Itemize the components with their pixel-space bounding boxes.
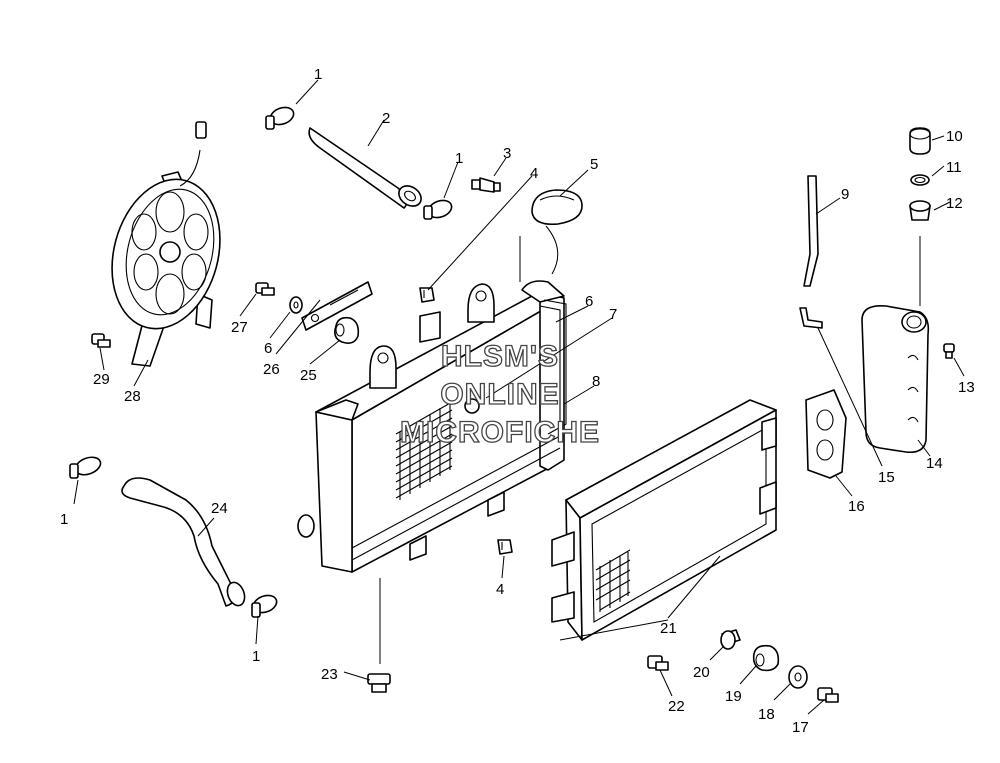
grommet-drawing: [752, 644, 780, 672]
bolt-drawing: [91, 333, 111, 348]
clip-drawing: [419, 287, 435, 303]
callout-22: 22: [668, 698, 685, 715]
callout-1: 1: [252, 648, 260, 665]
lower-hose-drawing: [121, 477, 246, 607]
callout-26: 26: [263, 361, 280, 378]
callout-23: 23: [321, 666, 338, 683]
callout-25: 25: [300, 367, 317, 384]
callout-11: 11: [946, 159, 962, 176]
callout-17: 17: [792, 719, 809, 736]
overflow-tube-drawing: [803, 175, 819, 287]
reservoir-bracket-drawing: [805, 389, 847, 479]
hose-clamp-drawing: [69, 456, 102, 479]
callout-2: 2: [382, 110, 390, 127]
callout-10: 10: [946, 128, 963, 145]
callout-4: 4: [496, 581, 504, 598]
callout-1: 1: [60, 511, 68, 528]
washer-drawing: [788, 665, 808, 689]
callout-13: 13: [958, 379, 975, 396]
callout-7: 7: [609, 306, 617, 323]
elbow-fitting-drawing: [799, 307, 823, 329]
o-ring-drawing: [910, 174, 930, 186]
callout-14: 14: [926, 455, 943, 472]
clip-drawing: [497, 539, 513, 555]
callout-9: 9: [841, 186, 849, 203]
hose-clamp-drawing: [251, 594, 278, 618]
drain-plug-drawing: [367, 673, 391, 693]
callout-6: 6: [585, 293, 593, 310]
bolt-drawing: [817, 687, 839, 703]
callout-15: 15: [878, 469, 895, 486]
reservoir-neck-drawing: [909, 200, 931, 221]
leader-lines: [73, 79, 965, 715]
callout-16: 16: [848, 498, 865, 515]
bushing-drawing: [720, 629, 741, 650]
callout-4: 4: [530, 165, 538, 182]
seal-drawing: [539, 299, 567, 435]
callout-21: 21: [660, 620, 677, 637]
callout-numbers: 1 2 1 3 4 5 6 7 8 9 10 11 12 13 14 15 16…: [60, 66, 975, 736]
callout-29: 29: [93, 371, 110, 388]
screw-drawing: [943, 343, 955, 359]
washer-drawing: [289, 296, 303, 314]
callout-24: 24: [211, 500, 228, 517]
radiator-drawing: [297, 280, 565, 573]
callout-12: 12: [946, 195, 963, 212]
callout-20: 20: [693, 664, 710, 681]
watermark-line-3: MICROFICHE: [400, 416, 600, 449]
watermark: HLSM'S ONLINE MICROFICHE: [399, 339, 600, 449]
callout-3: 3: [503, 145, 511, 162]
reservoir-cap-drawing: [909, 127, 931, 155]
bolt-drawing: [255, 282, 275, 296]
callout-5: 5: [590, 156, 598, 173]
coolant-reservoir-drawing: [861, 304, 930, 454]
callout-27: 27: [231, 319, 248, 336]
callout-19: 19: [725, 688, 742, 705]
grommet-drawing: [334, 316, 360, 344]
callout-8: 8: [592, 373, 600, 390]
callout-28: 28: [124, 388, 141, 405]
callout-6: 6: [264, 340, 272, 357]
watermark-line-2: ONLINE: [440, 378, 559, 411]
callout-18: 18: [758, 706, 775, 723]
hose-clamp-drawing: [265, 106, 295, 130]
radiator-cap-drawing: [531, 189, 583, 226]
bolt-drawing: [647, 655, 669, 671]
callout-1: 1: [455, 150, 463, 167]
radiator-screen-drawing: [551, 399, 777, 641]
temperature-switch-drawing: [471, 177, 501, 193]
cooling-fan-drawing: [111, 121, 221, 367]
upper-hose-drawing: [308, 127, 422, 209]
callout-1: 1: [314, 66, 322, 83]
bracket-drawing: [301, 281, 373, 331]
watermark-line-1: HLSM'S: [441, 340, 559, 373]
hose-clamp-drawing: [423, 199, 453, 220]
